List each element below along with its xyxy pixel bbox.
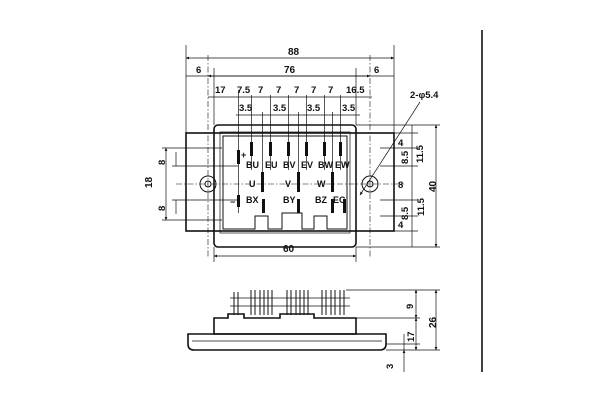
terminal-eu-label: EU (265, 160, 278, 170)
dim-pitch-5: 7 (294, 85, 299, 96)
dim-pitch-3: 7 (258, 85, 263, 96)
terminal-ec-label: EC (333, 195, 346, 205)
dim-pin-height: 9 (405, 304, 416, 309)
dim-left-upper: 8 (157, 160, 168, 165)
dim-right-1: 4 (398, 138, 404, 149)
dim-left-lower: 8 (157, 206, 168, 211)
terminal-u-label: U (249, 179, 256, 189)
dim-base-thickness: 3 (385, 364, 396, 369)
dim-hole-callout: 2-φ5.4 (410, 90, 439, 101)
dim-offset-4: 3.5 (342, 103, 356, 114)
terminal-minus-label: − (230, 197, 235, 207)
dim-body-width: 60 (283, 244, 295, 255)
dim-pitch-2: 7.5 (237, 85, 251, 96)
terminal-bw-label: BW (318, 160, 333, 170)
terminal-by-label: BY (283, 195, 296, 205)
terminal-w-label: W (317, 179, 326, 189)
dim-pitch-8: 16.5 (346, 85, 365, 96)
dim-pitch-1: 17 (215, 85, 226, 96)
dim-right-3: 8.5 (400, 150, 411, 164)
dim-offset-3: 3.5 (307, 103, 321, 114)
dim-right-5: 11.5 (416, 197, 427, 216)
dim-edge-left: 6 (196, 65, 201, 76)
terminal-ev-label: EV (301, 160, 313, 170)
dim-right-2: 11.5 (415, 144, 426, 163)
terminal-ew-label: EW (335, 160, 350, 170)
dim-right-height: 40 (428, 180, 439, 192)
dim-right-6: 8.5 (400, 206, 411, 220)
dim-right-7: 4 (398, 220, 404, 231)
top-view: + BU EU BV EV BW EW U V W − BX BY BZ EC (144, 45, 440, 262)
dim-left-height: 18 (144, 176, 155, 188)
dim-offset-2: 3.5 (273, 103, 287, 114)
dim-pitch-7: 7 (328, 85, 333, 96)
inner-frame (219, 131, 351, 234)
terminal-bu-label: BU (246, 160, 259, 170)
terminal-v-label: V (285, 179, 291, 189)
module-body (213, 124, 357, 248)
terminal-bv-label: BV (283, 160, 296, 170)
dim-body-height: 17 (406, 331, 417, 342)
side-base-flange (187, 333, 387, 351)
terminal-frame (222, 135, 348, 230)
terminal-bz-label: BZ (315, 195, 327, 205)
side-body-profile (213, 313, 357, 335)
side-view: 9 17 26 3 (187, 289, 440, 372)
dim-total-height: 26 (428, 316, 439, 328)
terminal-plus-label: + (241, 150, 246, 160)
dim-right-4: 8 (398, 180, 403, 191)
dim-overall-width: 88 (288, 47, 300, 58)
dim-edge-right: 6 (374, 65, 379, 76)
mounting-flange (185, 132, 395, 232)
dim-pitch-4: 7 (276, 85, 281, 96)
dim-offset-1: 3.5 (239, 103, 253, 114)
dim-hole-pitch: 76 (284, 65, 296, 76)
terminal-bx-label: BX (246, 195, 259, 205)
dim-pitch-6: 7 (311, 85, 316, 96)
